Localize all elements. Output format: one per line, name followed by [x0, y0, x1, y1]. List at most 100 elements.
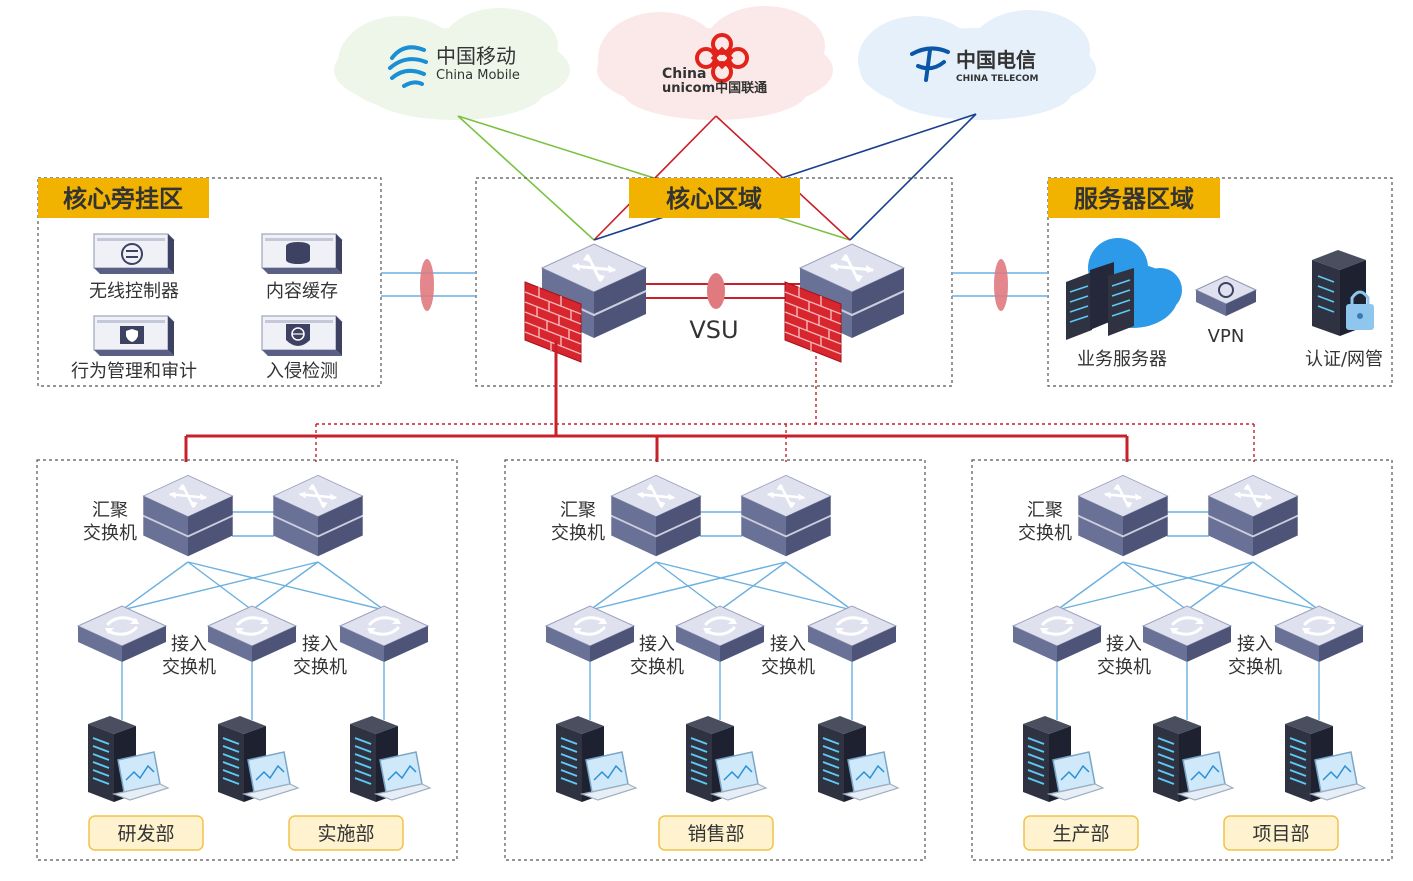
carrier-uplinks	[457, 113, 977, 241]
department-label: 实施部	[317, 823, 374, 845]
access-switch-label-line: 交换机	[630, 657, 684, 678]
china-mobile-logo-icon	[388, 45, 428, 88]
access-switch-label: 接入交换机	[1228, 634, 1282, 678]
mesh-link	[1252, 561, 1320, 611]
china-telecom-logo-icon	[910, 46, 950, 82]
access-switch-label-line: 接入	[171, 634, 207, 655]
branch-box-3	[971, 459, 1393, 861]
department-label: 项目部	[1252, 823, 1309, 845]
access-switch-icon	[1141, 604, 1233, 664]
svg-text:核心区域: 核心区域	[666, 185, 762, 213]
access-switch-label: 接入交换机	[761, 634, 815, 678]
aggregation-switch-label-line: 汇聚	[560, 500, 596, 521]
access-switch-label: 接入交换机	[293, 634, 347, 678]
aggregation-switch-icon	[271, 474, 365, 558]
department-label: 生产部	[1052, 823, 1109, 845]
department-badge	[88, 815, 204, 851]
bypass-zone-title: 核心旁挂区	[38, 178, 209, 218]
mesh-link	[317, 561, 385, 611]
mesh-link	[1186, 561, 1254, 611]
vsu-label: VSU	[689, 316, 738, 344]
access-switch-icon	[338, 604, 430, 664]
bypass-device-label-3: 行为管理和审计	[71, 361, 197, 382]
content-cache-device: 内容缓存	[261, 233, 343, 302]
database-icon	[286, 242, 310, 264]
mesh-link	[121, 561, 189, 611]
workstation-icon	[1152, 715, 1234, 803]
workstation-icon	[1022, 715, 1104, 803]
china-mobile-cloud: 中国移动 China Mobile	[334, 8, 570, 120]
branches-group: 汇聚交换机接入交换机接入交换机研发部实施部汇聚交换机接入交换机接入交换机销售部汇…	[76, 474, 1366, 851]
branch-box-2	[504, 459, 926, 861]
access-switch-label-line: 接入	[1106, 634, 1142, 655]
workstation-icon	[685, 715, 767, 803]
server-device-label-1: 业务服务器	[1077, 349, 1167, 370]
aggregation-switch-label: 汇聚交换机	[1018, 500, 1072, 544]
access-switch-label-line: 交换机	[1228, 657, 1282, 678]
bypass-zone-box	[37, 177, 382, 387]
department-label: 销售部	[687, 823, 744, 845]
globe-icon	[286, 324, 310, 346]
branch-3: 汇聚交换机接入交换机接入交换机生产部项目部	[1011, 474, 1366, 851]
vpn-icon	[1218, 282, 1234, 298]
core-zone-title: 核心区域	[629, 178, 800, 218]
aggregation-switch-icon	[1206, 474, 1300, 558]
access-switch-icon	[1273, 604, 1365, 664]
access-switch-label-line: 交换机	[1097, 657, 1151, 678]
bypass-core-links	[381, 259, 476, 311]
aggregation-switch-label: 汇聚交换机	[551, 500, 605, 544]
intrusion-detection-device: 入侵检测	[261, 315, 343, 382]
lock-icon	[1346, 290, 1374, 330]
china-unicom-cloud: China unicom中国联通	[597, 6, 833, 120]
svg-text:服务器区域: 服务器区域	[1074, 185, 1194, 213]
access-switch-label: 接入交换机	[1097, 634, 1151, 678]
auth-nms-device: 认证/网管	[1305, 250, 1383, 370]
bypass-device-label-4: 入侵检测	[266, 361, 338, 382]
china-telecom-cn: 中国电信	[956, 48, 1036, 72]
mesh-link	[589, 561, 657, 611]
workstation-icon	[87, 715, 169, 803]
workstation-icon	[817, 715, 899, 803]
china-telecom-cloud: 中国电信 CHINA TELECOM	[858, 10, 1096, 120]
china-unicom-line1: China	[662, 66, 706, 82]
department-label: 研发部	[117, 823, 174, 845]
access-switch-label: 接入交换机	[162, 634, 216, 678]
aggregation-switch-icon	[141, 474, 235, 558]
mesh-link	[719, 561, 787, 611]
shield-icon	[120, 326, 144, 344]
access-switch-icon	[1011, 604, 1103, 664]
access-switch-label-line: 交换机	[293, 657, 347, 678]
aggregation-switch-label-line: 交换机	[83, 523, 137, 544]
workstation-icon	[217, 715, 299, 803]
bypass-device-label-1: 无线控制器	[89, 281, 179, 302]
workstation-icon	[349, 715, 431, 803]
china-unicom-logo-icon	[695, 33, 749, 83]
mesh-link	[121, 561, 319, 611]
aggregation-switch-label-line: 汇聚	[1027, 500, 1063, 521]
aggregation-switch-icon	[1076, 474, 1170, 558]
aggregation-switch-label: 汇聚交换机	[83, 500, 137, 544]
branch-1: 汇聚交换机接入交换机接入交换机研发部实施部	[76, 474, 431, 851]
mesh-link	[1056, 561, 1124, 611]
server-core-links	[952, 259, 1048, 311]
department-badge	[1023, 815, 1139, 851]
vsu-link	[646, 273, 800, 309]
access-switch-label: 接入交换机	[630, 634, 684, 678]
agg-access-links	[121, 561, 385, 611]
china-mobile-cn: 中国移动	[436, 44, 516, 68]
behavior-audit-device: 行为管理和审计	[71, 315, 197, 382]
core-to-aggregation-backup	[315, 356, 1255, 462]
access-switch-label-line: 交换机	[761, 657, 815, 678]
mesh-link	[251, 561, 319, 611]
access-switch-label-line: 接入	[639, 634, 675, 655]
department-badge	[1223, 815, 1339, 851]
aggregation-switch-label-line: 交换机	[1018, 523, 1072, 544]
bypass-device-label-2: 内容缓存	[266, 281, 338, 302]
business-server-device: 业务服务器	[1066, 238, 1182, 370]
access-switch-label-line: 接入	[1237, 634, 1273, 655]
china-unicom-line2: unicom中国联通	[662, 80, 767, 96]
access-switch-label-line: 交换机	[162, 657, 216, 678]
china-telecom-en: CHINA TELECOM	[956, 74, 1039, 84]
